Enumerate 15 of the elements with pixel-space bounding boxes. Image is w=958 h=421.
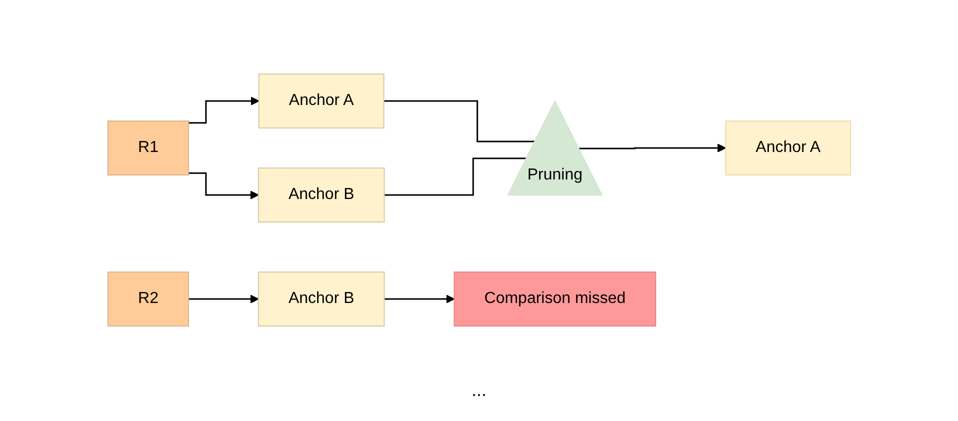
note-text: ... bbox=[471, 380, 486, 400]
arrow bbox=[384, 294, 454, 304]
connector bbox=[384, 158, 527, 196]
node-box: Anchor A bbox=[724, 120, 851, 176]
node-box: Anchor B bbox=[258, 272, 384, 327]
arrow bbox=[188, 96, 259, 124]
arrow bbox=[188, 294, 259, 304]
node-box: Anchor B bbox=[258, 167, 384, 222]
node-box: Anchor A bbox=[258, 73, 384, 128]
arrow bbox=[578, 144, 726, 152]
arrow bbox=[188, 172, 259, 200]
node-box: R2 bbox=[107, 272, 189, 327]
connector bbox=[384, 100, 536, 142]
node-box: Comparison missed bbox=[453, 272, 656, 327]
node-box: R1 bbox=[107, 120, 189, 176]
